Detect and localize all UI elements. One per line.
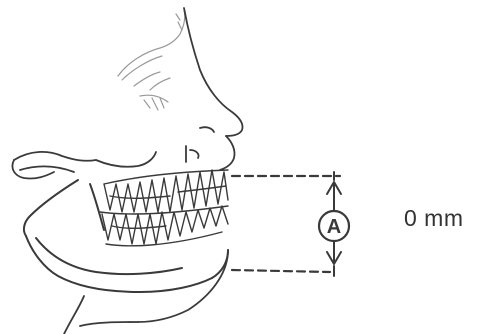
measurement-value-label: 0 mm bbox=[404, 205, 464, 232]
facial-profile-outline bbox=[184, 8, 243, 170]
maxilla-outline bbox=[12, 152, 156, 179]
lower-reference-line bbox=[232, 270, 330, 272]
skull-upper-sketch bbox=[118, 10, 185, 110]
teeth-arches bbox=[100, 170, 228, 246]
marker-letter: A bbox=[327, 216, 341, 238]
